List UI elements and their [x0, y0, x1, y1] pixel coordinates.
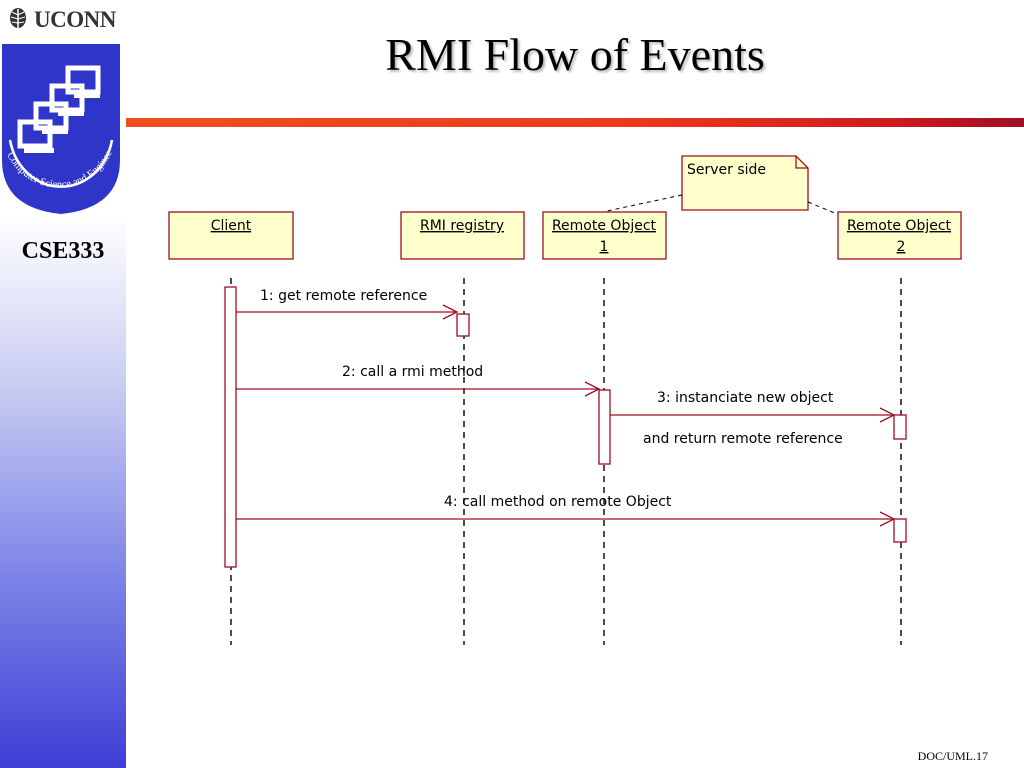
server-side-note: Server side: [681, 155, 809, 211]
sidebar: UCONN Computer Science and Engineering C…: [0, 0, 126, 768]
remote2-label-line2: 2: [897, 239, 906, 255]
remote2-activation-1: [893, 414, 907, 440]
oak-leaf-icon: [10, 8, 26, 32]
title-divider: [126, 118, 1024, 127]
remote2-box: Remote Object 2: [837, 211, 962, 260]
uconn-logo-text: UCONN: [34, 7, 116, 32]
message-3: 3: instanciate new object and return rem…: [610, 390, 896, 447]
remote1-box: Remote Object 1: [542, 211, 667, 260]
message-1-label: 1: get remote reference: [260, 288, 427, 304]
remote1-activation: [598, 389, 611, 465]
course-code: CSE333: [21, 238, 105, 264]
slide-footer: DOC/UML.17: [917, 749, 988, 763]
message-3-label-2: and return remote reference: [643, 431, 843, 447]
remote1-label-line2: 1: [600, 239, 609, 255]
registry-box: RMI registry: [400, 211, 525, 260]
message-4: 4: call method on remote Object: [236, 494, 896, 527]
note-link-remote2: [807, 201, 843, 217]
client-label: Client: [211, 218, 252, 234]
message-4-label: 4: call method on remote Object: [444, 494, 672, 510]
note-text: Server side: [687, 162, 766, 178]
sequence-diagram: Server side Client RMI registry Remote O…: [168, 155, 962, 645]
message-3-label: 3: instanciate new object: [657, 390, 834, 406]
client-box: Client: [168, 211, 294, 260]
remote1-label-line1: Remote Object: [552, 218, 657, 234]
remote2-label-line1: Remote Object: [847, 218, 952, 234]
message-1: 1: get remote reference: [236, 288, 459, 320]
uconn-logo: UCONN: [6, 6, 122, 34]
cse-department-logo: Computer Science and Engineering: [0, 40, 120, 214]
registry-activation: [456, 313, 470, 337]
registry-label: RMI registry: [420, 218, 504, 234]
slide-title: RMI Flow of Events: [385, 29, 765, 80]
message-2: 2: call a rmi method: [236, 364, 601, 397]
remote2-activation-2: [893, 518, 907, 543]
message-2-label: 2: call a rmi method: [342, 364, 483, 380]
client-activation: [224, 286, 237, 568]
